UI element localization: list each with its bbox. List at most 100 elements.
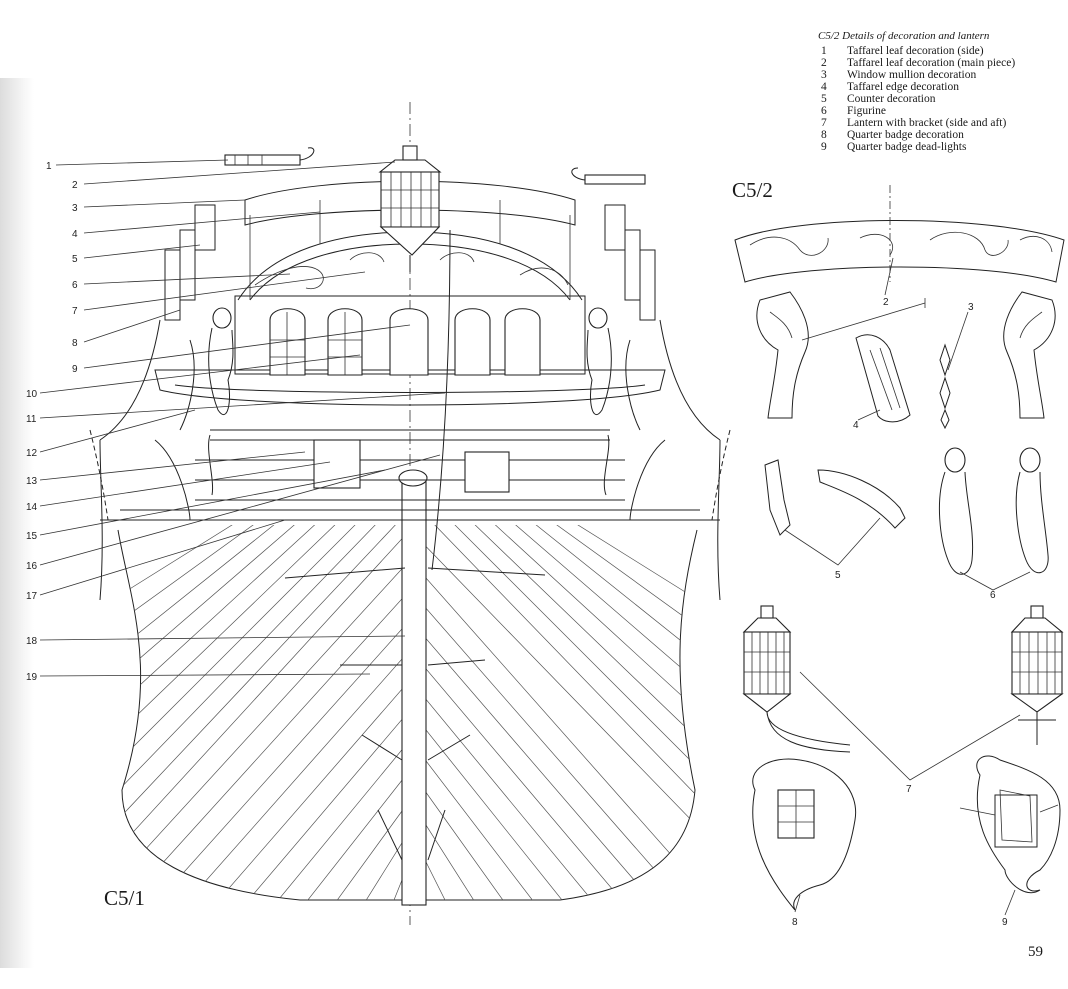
legend-number: 7 <box>821 117 827 129</box>
detail-callout-2: 2 <box>883 297 889 308</box>
callout-14: 14 <box>26 502 38 513</box>
figure-label-stern-view: C5/1 <box>104 886 145 910</box>
page-number: 59 <box>1028 944 1043 960</box>
figurine-left <box>208 307 234 415</box>
callout-6: 6 <box>72 280 78 291</box>
legend-item: 4 Taffarel edge decoration <box>818 81 1015 93</box>
callout-15: 15 <box>26 531 38 542</box>
legend-number: 5 <box>821 93 827 105</box>
hull-planking <box>118 525 697 900</box>
detail-callout-7: 7 <box>906 784 912 795</box>
callout-3: 3 <box>72 203 78 214</box>
callout-1: 1 <box>46 161 52 172</box>
stern-callout-numbers: 1 2 3 4 5 6 7 8 9 10 11 12 13 14 15 16 1… <box>26 161 78 683</box>
callout-5: 5 <box>72 254 78 265</box>
figure-label-details: C5/2 <box>732 178 773 202</box>
stern-view <box>89 102 731 925</box>
legend-text: Lantern with bracket (side and aft) <box>847 117 1007 129</box>
detail-callout-3: 3 <box>968 302 974 313</box>
hull-outline <box>117 529 698 901</box>
legend-text: Window mullion decoration <box>847 69 977 81</box>
taffarel-scrollwork <box>254 252 569 290</box>
transom-planks <box>195 429 625 501</box>
callout-13: 13 <box>26 476 38 487</box>
detail-callout-8: 8 <box>792 917 798 928</box>
legend-text: Taffarel edge decoration <box>847 81 960 93</box>
detail-quarter-badge: 8 <box>752 758 857 928</box>
detail-callout-5: 5 <box>835 570 841 581</box>
legend-item: 6 Figurine <box>818 105 1015 117</box>
callout-2: 2 <box>72 180 78 191</box>
legend-number: 4 <box>821 81 827 93</box>
legend-text: Figurine <box>847 105 886 117</box>
rudder-head <box>398 469 428 487</box>
detail-taffarel-side-left <box>756 291 809 419</box>
counter-decoration <box>208 434 610 496</box>
detail-dead-lights: 9 <box>959 755 1061 928</box>
rudder <box>401 479 427 906</box>
upper-strap <box>284 567 546 579</box>
legend-item: 8 Quarter badge decoration <box>818 129 1015 141</box>
legend-item: 9 Quarter badge dead-lights <box>818 141 1015 153</box>
legend-item: 2 Taffarel leaf decoration (main piece) <box>818 57 1015 69</box>
callout-7: 7 <box>72 306 78 317</box>
legend-number: 1 <box>821 45 827 57</box>
legend-number: 9 <box>821 141 827 153</box>
taffarel-posts <box>249 200 571 300</box>
gallery-rail <box>174 384 646 393</box>
legend-text: Taffarel leaf decoration (main piece) <box>847 57 1016 69</box>
callout-12: 12 <box>26 448 38 459</box>
legend-text: Quarter badge dead-lights <box>847 141 967 153</box>
detail-taffarel-side-right <box>1003 291 1056 419</box>
legend-text: Taffarel leaf decoration (side) <box>847 45 984 57</box>
legend-number: 3 <box>821 69 827 81</box>
stern-port-left <box>313 439 361 489</box>
detail-lantern-aft <box>1010 605 1064 745</box>
callout-8: 8 <box>72 338 78 349</box>
detail-window-mullion: 3 <box>939 302 974 430</box>
transom-sides <box>154 439 666 521</box>
callout-17: 17 <box>26 591 38 602</box>
callout-19: 19 <box>26 672 38 683</box>
callout-9: 9 <box>72 364 78 375</box>
callout-10: 10 <box>26 389 38 400</box>
side-chains <box>89 429 731 521</box>
detail-lantern-side <box>742 605 851 753</box>
quarter-sides <box>99 439 721 601</box>
stern-windows <box>269 308 541 376</box>
legend-text: Quarter badge decoration <box>847 129 964 141</box>
quarter-gallery-right <box>604 204 721 441</box>
detail-leader-7 <box>799 671 1021 781</box>
figurine-right <box>586 307 612 415</box>
swivel-gun-left <box>224 147 315 166</box>
detail-figurines: 6 <box>938 447 1049 601</box>
legend-number: 2 <box>821 57 827 69</box>
callout-4: 4 <box>72 229 78 240</box>
callout-16: 16 <box>26 561 38 572</box>
callout-11: 11 <box>26 414 37 425</box>
swivel-gun-right <box>571 167 646 185</box>
detail-counter-decoration: 5 <box>764 459 906 581</box>
bottom-strap <box>377 809 446 861</box>
detail-callout-6: 6 <box>990 590 996 601</box>
callout-18: 18 <box>26 636 38 647</box>
quarter-gallery-left <box>99 204 216 441</box>
legend-item: 7 Lantern with bracket (side and aft) <box>818 117 1015 129</box>
middle-strap <box>340 659 486 666</box>
detail-leader-1 <box>801 298 926 341</box>
stern-leader-lines <box>39 159 446 677</box>
legend-number: 6 <box>821 105 827 117</box>
rudder-chain <box>431 229 451 571</box>
lower-strap <box>361 734 471 761</box>
legend-number: 8 <box>821 129 827 141</box>
page-edge-shadow <box>0 78 34 968</box>
legend-item: 3 Window mullion decoration <box>818 69 1015 81</box>
stern-lantern <box>378 145 442 272</box>
detail-taffarel-main-piece: 2 <box>734 185 1065 308</box>
taffarel-top <box>244 180 576 226</box>
detail-drawings: 2 4 3 5 <box>734 185 1065 928</box>
figure-caption: C5/2 Details of decoration and lantern <box>818 30 990 42</box>
